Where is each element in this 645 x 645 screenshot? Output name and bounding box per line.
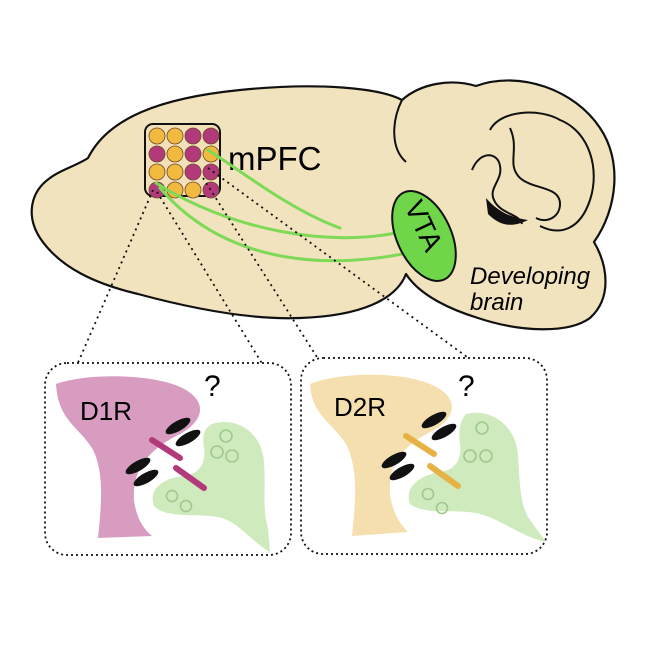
mpfc-label: mPFC: [228, 140, 322, 177]
mpfc-neuron-yellow: [184, 181, 202, 199]
mpfc-neuron-yellow: [148, 163, 166, 181]
mpfc-neuron-magenta: [202, 181, 220, 199]
mpfc-neuron-magenta: [148, 145, 166, 163]
mpfc-neuron-magenta: [202, 163, 220, 181]
cortex-boundary: [393, 99, 407, 163]
mpfc-neuron-magenta: [184, 163, 202, 181]
d1r-question-mark: ?: [204, 370, 221, 403]
d2r-vesicles: [421, 421, 493, 515]
mpfc-neuron-yellow: [166, 127, 184, 145]
mpfc-box: [144, 123, 221, 197]
cerebellum: [471, 111, 595, 232]
d1r-neuron: [56, 376, 201, 538]
zoom-lines: [76, 167, 479, 366]
cerebellum-dark-fold: [486, 198, 528, 225]
d2r-presynaptic-terminal: [408, 412, 546, 542]
inset-d1r: D1R ?: [44, 362, 292, 556]
d1r-transporters: [125, 417, 201, 487]
mpfc-neuron-grid: [148, 127, 220, 199]
d2r-question-mark: ?: [458, 370, 475, 403]
d2r-label: D2R: [334, 392, 386, 422]
mpfc-neuron-magenta: [202, 127, 220, 145]
d1r-vesicles: [165, 429, 239, 513]
developing-brain-label: Developing brain: [470, 263, 597, 316]
vta-region: [391, 190, 457, 282]
d2r-receptors: [403, 433, 461, 489]
d2r-transporters: [381, 411, 457, 481]
d1r-presynaptic-terminal: [152, 421, 270, 552]
mpfc-neuron-magenta: [184, 145, 202, 163]
d2r-neuron: [310, 374, 452, 536]
mpfc-neuron-magenta: [184, 127, 202, 145]
projection-axons: [154, 148, 414, 263]
mpfc-neuron-yellow: [166, 163, 184, 181]
brain-outline: [30, 79, 616, 331]
d1r-receptors: [149, 437, 207, 491]
mpfc-neuron-yellow: [166, 145, 184, 163]
mpfc-neuron-yellow: [148, 127, 166, 145]
inset-d2r: D2R ?: [300, 357, 548, 555]
d1r-label: D1R: [80, 396, 132, 426]
